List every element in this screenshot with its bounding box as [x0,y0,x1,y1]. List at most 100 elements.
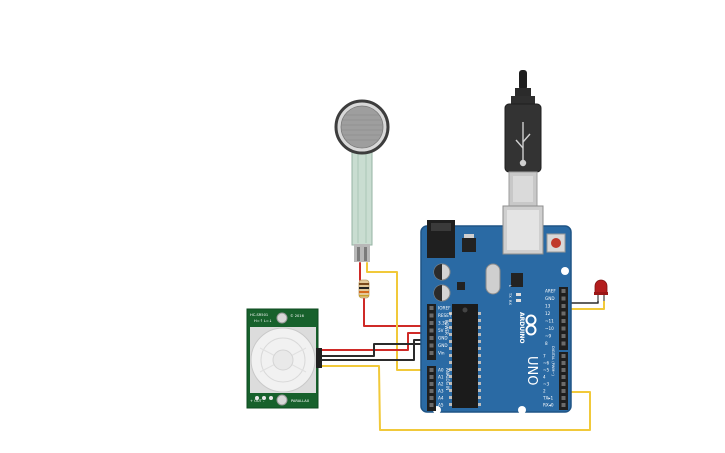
power-pin-hole[interactable] [429,328,434,333]
digital-pin-label: ~11 [545,319,554,324]
digital-pin-label: ~5 [543,368,550,373]
digital-header-bottom [559,352,568,410]
fsr-tail [351,147,373,246]
digital-pin-hole[interactable] [561,375,566,379]
digital-pin-hole[interactable] [561,368,566,372]
analog-pin-hole[interactable] [429,368,434,372]
power-pin-label: GND [438,343,448,348]
chip-pin [449,361,452,364]
chip-pin [449,389,452,392]
chip-pin [478,368,481,371]
chip-pin [478,333,481,336]
digital-pin-hole[interactable] [561,382,566,386]
analog-pin-hole[interactable] [429,375,434,379]
analog-header [427,366,436,411]
chip-pin [449,396,452,399]
force-sensor[interactable] [334,99,390,262]
chip-pin [449,319,452,322]
usb-cable[interactable] [504,70,542,207]
chip-pin [478,396,481,399]
wire-resistor-to-5v[interactable] [363,297,429,327]
digital-pin-hole[interactable] [561,354,566,358]
analog-pin-label: A2 [438,382,444,387]
digital-pin-hole[interactable] [561,289,566,293]
chip-pin [449,333,452,336]
analog-pin-hole[interactable] [429,382,434,386]
wire-led[interactable] [565,297,605,310]
reset-button[interactable] [546,233,566,253]
analog-pin-label: A4 [438,396,444,401]
chip-pin [478,375,481,378]
digital-pin-hole[interactable] [561,326,566,331]
chip-pin [478,319,481,322]
digital-pin-label: ~3 [543,382,550,387]
digital-pin-hole[interactable] [561,403,566,407]
power-pin-hole[interactable] [429,321,434,325]
analog-pin-label: A0 [438,368,444,373]
digital-pin-label: 12 [545,311,551,316]
power-pin-hole[interactable] [429,313,434,318]
analog-section-label: ANALOG IN [445,368,450,390]
chip-pin [478,389,481,392]
atmega-chip [449,304,481,408]
digital-pin-label: 13 [545,304,551,309]
chip-pin [449,340,452,343]
wire-pir-out[interactable] [317,365,591,431]
chip-pin [449,368,452,371]
chip-pin [478,347,481,350]
power-pin-hole[interactable] [429,351,434,355]
tx-label: TX [508,292,512,298]
digital-pin-hole[interactable] [561,334,566,338]
arduino-uno-board[interactable]: IOREFRESET3.3V5VGNDGNDVinA0A1A2A3A4A5ARE… [420,205,572,414]
digital-pin-hole[interactable] [561,319,566,323]
arduino-infinity-icon [525,314,537,336]
chip-pin [449,347,452,350]
chip-pin [449,375,452,378]
red-led[interactable] [594,279,608,301]
digital-pin-label: ~10 [545,326,554,331]
analog-pin-hole[interactable] [429,396,434,400]
board-model: UNO [524,356,539,385]
digital-pin-label: AREF [545,289,556,294]
pir-label-tr: © 2016 [290,314,305,318]
digital-pin-label: RX◂0 [543,403,554,408]
digital-pin-hole[interactable] [561,304,566,308]
chip-pin [449,354,452,357]
fsr-pins [354,244,370,262]
chip-pin [478,354,481,357]
power-pin-label: 5V [438,328,444,333]
pir-sensor[interactable]: HC-SR501 H=↑ L=↓ © 2016 + OUT - PARALLAX [246,308,322,409]
digital-pin-hole[interactable] [561,311,566,316]
digital-pin-hole[interactable] [561,389,566,393]
power-pin-hole[interactable] [429,336,434,340]
digital-pin-hole[interactable] [561,296,566,301]
power-pin-hole[interactable] [429,306,434,310]
chip-pin [478,312,481,315]
chip-pin [449,312,452,315]
chip-pin [478,403,481,406]
digital-pin-label: ~6 [543,361,550,366]
chip-pin [449,403,452,406]
power-pin-label: IOREF [438,306,451,311]
chip-pin [478,326,481,329]
digital-pin-label: ~9 [545,334,552,339]
resistor[interactable] [358,279,370,299]
pir-potentiometers[interactable] [255,396,273,400]
digital-pin-label: TX▸1 [542,396,554,401]
digital-pin-hole[interactable] [561,341,566,346]
digital-pin-label: 4 [543,375,546,380]
analog-pin-hole[interactable] [429,403,434,407]
wire-pir-vcc[interactable] [317,332,431,351]
usb-icon [515,122,531,167]
analog-pin-hole[interactable] [429,389,434,393]
pir-label-tl2: H=↑ L=↓ [254,319,272,323]
digital-pin-hole[interactable] [561,396,566,400]
digital-pin-hole[interactable] [561,361,566,365]
pir-label-bl: + OUT - [250,399,265,403]
wire-fsr-to-a0[interactable] [366,262,432,371]
chip-pin [478,382,481,385]
power-pin-hole[interactable] [429,343,434,348]
digital-section-label: DIGITAL (PWM~) [551,346,555,376]
wire-pir-gnd[interactable] [317,343,431,357]
